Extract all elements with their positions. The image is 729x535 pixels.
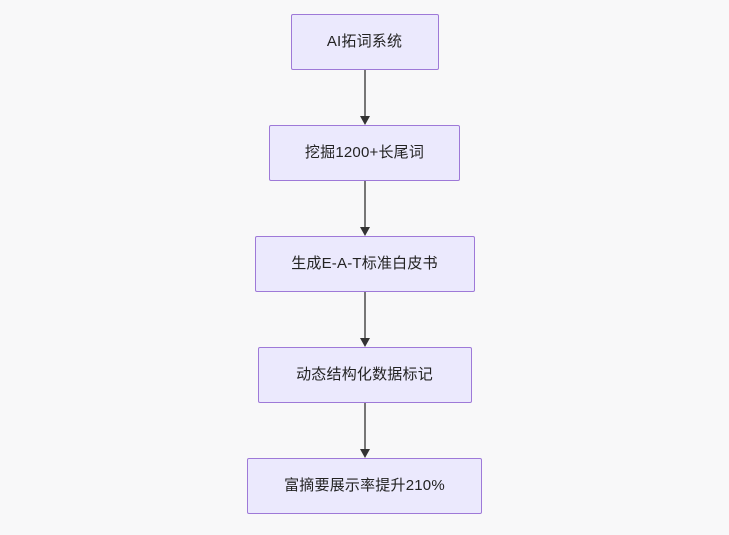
flowchart-node-label: 挖掘1200+长尾词 xyxy=(304,144,425,161)
flowchart-node-generate-eat-whitepaper[interactable]: 生成E-A-T标准白皮书 xyxy=(254,236,475,292)
flowchart-edge-4 xyxy=(359,403,371,458)
arrow-down-icon xyxy=(359,338,370,347)
edge-line xyxy=(363,292,366,339)
flowchart-node-label: 生成E-A-T标准白皮书 xyxy=(291,255,438,272)
arrow-down-icon xyxy=(359,116,370,125)
arrow-down-icon xyxy=(359,227,370,236)
flowchart-node-label: AI拓词系统 xyxy=(326,33,403,50)
edge-line xyxy=(363,403,366,450)
flowchart-edge-1 xyxy=(359,70,371,125)
flowchart-node-rich-snippet-impression-lift[interactable]: 富摘要展示率提升210% xyxy=(247,458,482,514)
edge-line xyxy=(363,70,366,117)
flowchart-node-ai-keyword-system[interactable]: AI拓词系统 xyxy=(290,14,439,70)
flowchart-node-mine-longtail-keywords[interactable]: 挖掘1200+长尾词 xyxy=(269,125,460,181)
flowchart-edge-3 xyxy=(359,292,371,347)
flowchart-node-label: 富摘要展示率提升210% xyxy=(284,477,445,494)
arrow-down-icon xyxy=(359,449,370,458)
flowchart-node-column: AI拓词系统 挖掘1200+长尾词 生成E-A-T标准白皮书 动态结构化数据标记 xyxy=(247,0,482,514)
flowchart-edge-2 xyxy=(359,181,371,236)
top-spacer xyxy=(364,0,365,14)
edge-line xyxy=(363,181,366,228)
flowchart-node-label: 动态结构化数据标记 xyxy=(296,366,433,383)
flowchart-node-dynamic-structured-data-markup[interactable]: 动态结构化数据标记 xyxy=(257,347,472,403)
